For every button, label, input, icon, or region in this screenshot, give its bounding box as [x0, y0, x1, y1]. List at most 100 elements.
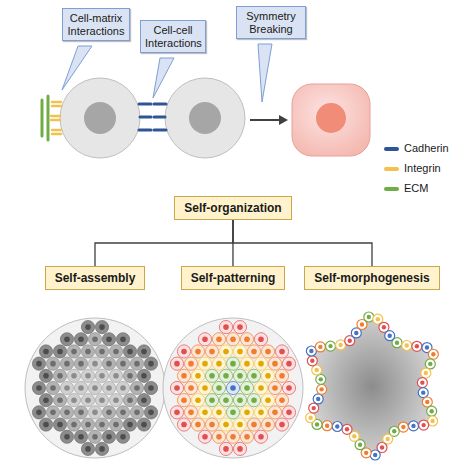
cell — [137, 345, 150, 358]
cell — [268, 381, 281, 394]
nucleus — [237, 373, 243, 379]
nucleus — [265, 422, 271, 428]
nucleus — [382, 325, 386, 329]
nucleus — [258, 434, 264, 440]
cell — [313, 394, 323, 404]
nucleus — [78, 434, 84, 440]
cell — [282, 357, 295, 370]
cell — [247, 394, 260, 407]
cell — [95, 321, 108, 334]
nucleus — [230, 385, 236, 391]
cell — [428, 349, 438, 359]
cell — [219, 418, 232, 431]
nucleus — [358, 443, 362, 447]
nucleus — [36, 410, 42, 416]
nucleus — [251, 349, 257, 355]
nucleus — [315, 368, 319, 372]
legend-label: Integrin — [404, 162, 441, 174]
cell — [46, 406, 59, 419]
cell — [198, 381, 211, 394]
nucleus — [106, 361, 112, 367]
cell — [116, 333, 129, 346]
cell — [184, 357, 197, 370]
cell — [385, 331, 395, 341]
nucleus — [237, 397, 243, 403]
nucleus — [425, 345, 429, 349]
nucleus — [195, 397, 201, 403]
nucleus — [106, 385, 112, 391]
cell — [116, 406, 129, 419]
nucleus — [286, 361, 292, 367]
cell — [322, 421, 332, 431]
cell — [137, 394, 150, 407]
callout-tail — [258, 44, 272, 102]
nucleus — [428, 362, 432, 366]
nucleus — [189, 102, 221, 134]
cell — [53, 418, 66, 431]
cell — [88, 381, 101, 394]
cell — [102, 406, 115, 419]
nucleus — [85, 446, 91, 452]
cell — [123, 394, 136, 407]
nucleus — [188, 385, 194, 391]
nucleus — [127, 397, 133, 403]
nucleus — [120, 336, 126, 342]
nucleus — [424, 371, 428, 375]
cell — [116, 381, 129, 394]
cadherin-symbol — [139, 104, 166, 130]
cell — [254, 430, 267, 443]
nucleus — [92, 434, 98, 440]
node-label: Symmetry Breaking — [241, 10, 301, 35]
cell — [332, 421, 342, 431]
cell — [191, 394, 204, 407]
cell — [212, 333, 225, 346]
nucleus — [411, 424, 415, 428]
cell — [170, 381, 183, 394]
cell — [198, 357, 211, 370]
nucleus — [188, 410, 194, 416]
arrowhead — [279, 115, 288, 125]
nucleus — [237, 422, 243, 428]
nucleus — [335, 424, 339, 428]
cell — [205, 345, 218, 358]
cell — [184, 406, 197, 419]
nucleus — [345, 427, 349, 431]
nucleus — [312, 406, 316, 410]
cell — [74, 333, 87, 346]
nucleus — [174, 385, 180, 391]
cell — [316, 374, 326, 384]
cell — [123, 369, 136, 382]
cell — [408, 421, 418, 431]
nucleus — [429, 409, 433, 413]
nucleus — [106, 336, 112, 342]
nucleus — [251, 422, 257, 428]
nucleus — [421, 423, 425, 427]
cell — [306, 413, 316, 423]
cell — [81, 369, 94, 382]
nucleus — [50, 410, 56, 416]
nucleus — [425, 400, 429, 404]
cell — [226, 333, 239, 346]
cell — [53, 394, 66, 407]
nucleus — [127, 422, 133, 428]
cell — [233, 369, 246, 382]
nucleus — [148, 361, 154, 367]
cell — [198, 430, 211, 443]
nucleus — [265, 373, 271, 379]
nucleus — [113, 422, 119, 428]
nucleus — [141, 397, 147, 403]
node-label: Cell-matrix Interactions — [67, 12, 125, 37]
nucleus — [216, 385, 222, 391]
cell — [95, 394, 108, 407]
cell — [109, 418, 122, 431]
nucleus — [244, 336, 250, 342]
cell — [364, 312, 374, 322]
cell — [81, 345, 94, 358]
cell — [144, 357, 157, 370]
cell — [177, 394, 190, 407]
transition-arrow — [250, 119, 280, 121]
nucleus — [415, 344, 419, 348]
nucleus — [431, 352, 435, 356]
cell — [95, 418, 108, 431]
cell — [219, 369, 232, 382]
